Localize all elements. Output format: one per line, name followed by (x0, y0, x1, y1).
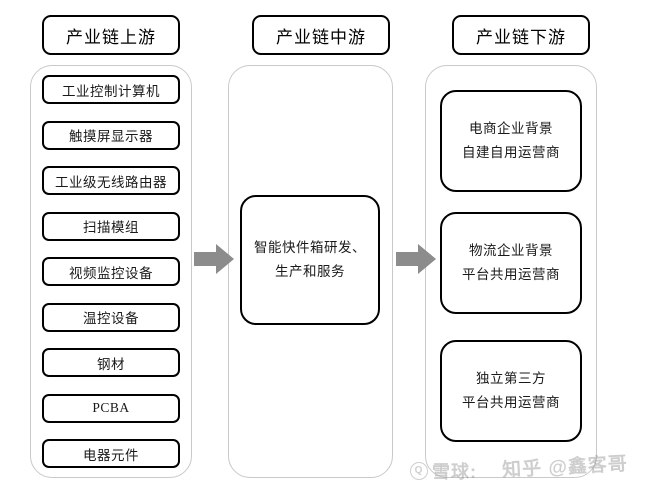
downstream-box: 独立第三方 平台共用运营商 (440, 340, 582, 442)
downstream-line-2: 平台共用运营商 (462, 395, 560, 410)
upstream-item: 触摸屏显示器 (42, 120, 180, 150)
downstream-box: 物流企业背景 平台共用运营商 (440, 212, 582, 314)
downstream-header: 产业链下游 (452, 15, 590, 55)
downstream-line-1: 独立第三方 (476, 371, 546, 387)
downstream-line-1: 电商企业背景 (469, 121, 553, 137)
right-arrow-icon (194, 244, 234, 274)
upstream-item-list: 工业控制计算机 触摸屏显示器 工业级无线路由器 扫描模组 视频监控设备 温控设备… (42, 75, 180, 468)
midstream-box: 智能快件箱研发、 生产和服务 (240, 195, 380, 325)
upstream-item: 视频监控设备 (42, 257, 180, 286)
upstream-item: 扫描模组 (42, 211, 180, 241)
downstream-box: 电商企业背景 自建自用运营商 (440, 90, 582, 192)
upstream-item: PCBA (42, 393, 180, 423)
downstream-line-2: 自建自用运营商 (462, 145, 560, 160)
upstream-item: 钢材 (42, 348, 180, 377)
right-arrow-icon (396, 244, 436, 274)
midstream-header: 产业链中游 (252, 15, 390, 55)
upstream-item: 电器元件 (42, 439, 180, 468)
upstream-item: 工业级无线路由器 (42, 166, 180, 195)
downstream-box-text: 电商企业背景 自建自用运营商 (462, 117, 560, 164)
downstream-line-1: 物流企业背景 (469, 243, 553, 259)
xueqiu-logo-icon: Q (410, 462, 428, 480)
upstream-item: 温控设备 (42, 302, 180, 332)
midstream-line-1: 智能快件箱研发、 (254, 240, 366, 256)
downstream-box-text: 独立第三方 平台共用运营商 (462, 367, 560, 414)
downstream-box-text: 物流企业背景 平台共用运营商 (462, 239, 560, 286)
upstream-item: 工业控制计算机 (42, 75, 180, 104)
downstream-line-2: 平台共用运营商 (462, 267, 560, 282)
midstream-line-2: 生产和服务 (275, 264, 345, 279)
upstream-header: 产业链上游 (42, 15, 180, 55)
midstream-box-text: 智能快件箱研发、 生产和服务 (254, 236, 366, 283)
